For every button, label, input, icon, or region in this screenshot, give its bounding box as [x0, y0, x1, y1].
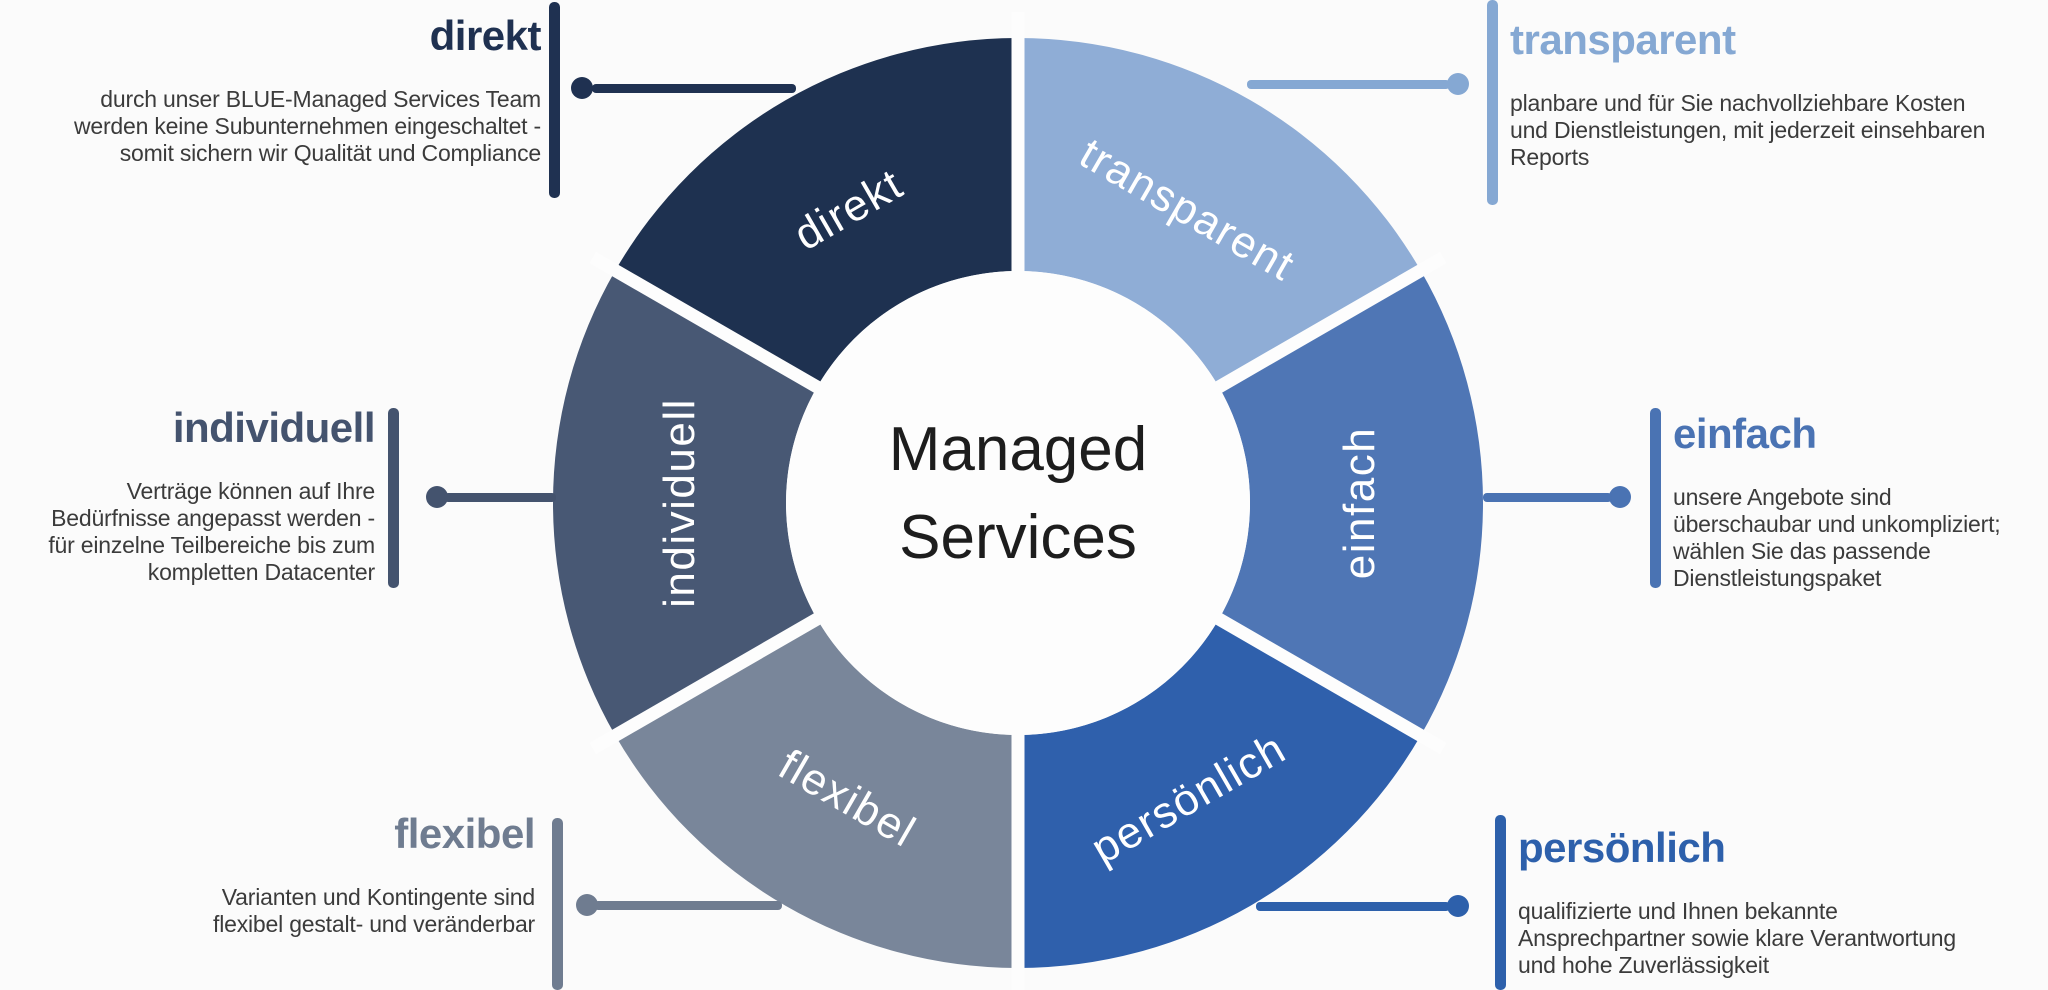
callout-flexibel-dot	[576, 894, 598, 916]
callout-transparent: transparent planbare und für Sie nachvol…	[1510, 16, 2048, 171]
segment-transparent	[1018, 38, 1421, 387]
callout-flexibel-connector	[594, 901, 782, 910]
callout-einfach-dot	[1609, 486, 1631, 508]
segment-direkt	[615, 38, 1018, 387]
callout-direkt-dot	[571, 77, 593, 99]
callout-individuell: individuell Verträge können auf Ihre Bed…	[0, 404, 375, 586]
callout-transparent-body: planbare und für Sie nachvollziehbare Ko…	[1510, 90, 1986, 170]
segment-flexibel	[615, 619, 1018, 968]
donut-center-circle	[786, 271, 1250, 735]
center-title-line1: Managed	[889, 415, 1148, 484]
callout-individuell-dot	[426, 486, 448, 508]
callout-persoenlich-heading: persönlich	[1518, 824, 1726, 871]
callout-einfach: einfach unsere Angebote sind überschauba…	[1673, 410, 2048, 592]
callout-persoenlich: persönlich qualifizierte und Ihnen bekan…	[1518, 824, 2048, 979]
callout-einfach-connector	[1483, 493, 1612, 502]
callout-flexibel-heading: flexibel	[394, 810, 535, 857]
callout-transparent-connector	[1247, 80, 1450, 89]
callout-flexibel-body: Varianten und Kontingente sind flexibel …	[213, 884, 535, 937]
callout-persoenlich-dot	[1447, 895, 1469, 917]
callout-persoenlich-connector	[1256, 902, 1450, 911]
segment-einfach	[1218, 270, 1483, 736]
callout-direkt-bar	[549, 2, 560, 198]
segment-label-einfach: einfach	[1335, 427, 1384, 579]
segment-persönlich	[1018, 619, 1421, 968]
callout-transparent-heading: transparent	[1510, 16, 1736, 63]
callout-individuell-body: Verträge können auf Ihre Bedürfnisse ang…	[48, 478, 375, 585]
callout-einfach-bar	[1650, 408, 1661, 588]
callout-individuell-connector	[444, 493, 556, 502]
callout-direkt-body: durch unser BLUE-Managed Services Team w…	[73, 86, 541, 166]
center-title-line2: Services	[899, 503, 1137, 572]
callout-direkt-connector	[592, 84, 796, 93]
segment-label-individuell: individuell	[655, 398, 704, 608]
callout-direkt-heading: direkt	[429, 12, 542, 59]
segment-individuell	[553, 270, 818, 736]
callout-flexibel-bar	[552, 818, 563, 990]
callout-einfach-body: unsere Angebote sind überschaubar und un…	[1673, 484, 2001, 591]
callout-persoenlich-body: qualifizierte und Ihnen bekannte Ansprec…	[1518, 898, 1956, 978]
callout-direkt: direkt durch unser BLUE-Managed Services…	[0, 12, 542, 167]
callout-individuell-heading: individuell	[172, 404, 376, 451]
callout-transparent-bar	[1487, 0, 1498, 205]
callout-flexibel: flexibel Varianten und Kontingente sind …	[0, 810, 535, 938]
callout-transparent-dot	[1447, 73, 1469, 95]
callout-einfach-heading: einfach	[1673, 410, 1817, 457]
callout-persoenlich-bar	[1495, 815, 1506, 990]
callout-individuell-bar	[388, 408, 399, 588]
